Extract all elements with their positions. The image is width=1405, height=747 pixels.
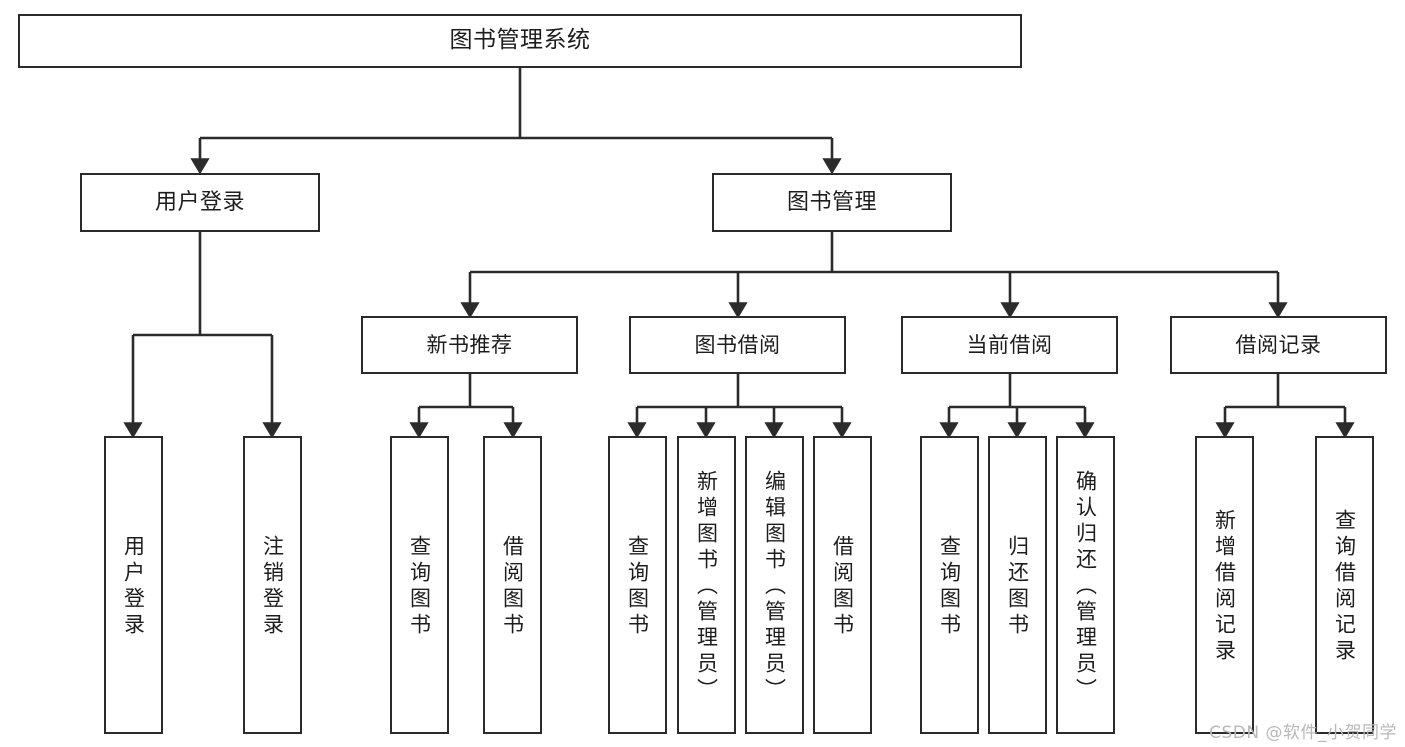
leaf-recommend-query-book-label: 查询图书 (407, 535, 432, 639)
leaf-record-query-record[interactable]: 查询借阅记录 (1315, 436, 1374, 734)
leaf-record-add-record[interactable]: 新增借阅记录 (1195, 436, 1254, 734)
node-current-borrow[interactable]: 当前借阅 (901, 316, 1118, 374)
node-book-borrow-label: 图书借阅 (694, 332, 781, 357)
node-current-borrow-label: 当前借阅 (966, 332, 1053, 357)
node-user-login[interactable]: 用户登录 (80, 173, 320, 232)
leaf-borrow-borrow-book-label: 借阅图书 (830, 535, 855, 639)
node-borrow-record-label: 借阅记录 (1235, 332, 1322, 357)
leaf-user-login-login-label: 用户登录 (121, 535, 146, 639)
leaf-record-add-record-label: 新增借阅记录 (1212, 509, 1237, 665)
leaf-user-login-logout-label: 注销登录 (260, 535, 285, 639)
node-book-management[interactable]: 图书管理 (712, 173, 952, 232)
leaf-borrow-edit-book-admin-label: 编辑图书（管理员） (762, 470, 787, 704)
leaf-current-return-book-label: 归还图书 (1005, 535, 1030, 639)
node-new-book-recommend-label: 新书推荐 (426, 332, 513, 357)
leaf-recommend-borrow-book[interactable]: 借阅图书 (483, 436, 542, 734)
leaf-current-confirm-return-admin-label: 确认归还（管理员） (1073, 470, 1098, 704)
node-new-book-recommend[interactable]: 新书推荐 (361, 316, 578, 374)
leaf-current-return-book[interactable]: 归还图书 (988, 436, 1047, 734)
leaf-borrow-add-book-admin[interactable]: 新增图书（管理员） (677, 436, 736, 734)
leaf-current-query-book-label: 查询图书 (937, 535, 962, 639)
leaf-current-query-book[interactable]: 查询图书 (920, 436, 979, 734)
node-user-login-label: 用户登录 (154, 189, 245, 215)
node-book-management-label: 图书管理 (786, 189, 877, 215)
leaf-current-confirm-return-admin[interactable]: 确认归还（管理员） (1056, 436, 1115, 734)
leaf-borrow-query-book[interactable]: 查询图书 (608, 436, 667, 734)
node-borrow-record[interactable]: 借阅记录 (1170, 316, 1387, 374)
node-root[interactable]: 图书管理系统 (18, 14, 1022, 68)
leaf-user-login-logout[interactable]: 注销登录 (243, 436, 302, 734)
leaf-borrow-borrow-book[interactable]: 借阅图书 (813, 436, 872, 734)
leaf-recommend-query-book[interactable]: 查询图书 (390, 436, 449, 734)
leaf-recommend-borrow-book-label: 借阅图书 (500, 535, 525, 639)
leaf-record-query-record-label: 查询借阅记录 (1332, 509, 1357, 665)
csdn-watermark: CSDN @软件_小贺同学 (1209, 723, 1397, 743)
leaf-borrow-edit-book-admin[interactable]: 编辑图书（管理员） (745, 436, 804, 734)
leaf-borrow-add-book-admin-label: 新增图书（管理员） (694, 470, 719, 704)
leaf-user-login-login[interactable]: 用户登录 (104, 436, 163, 734)
node-root-label: 图书管理系统 (449, 27, 591, 54)
leaf-borrow-query-book-label: 查询图书 (625, 535, 650, 639)
node-book-borrow[interactable]: 图书借阅 (629, 316, 846, 374)
